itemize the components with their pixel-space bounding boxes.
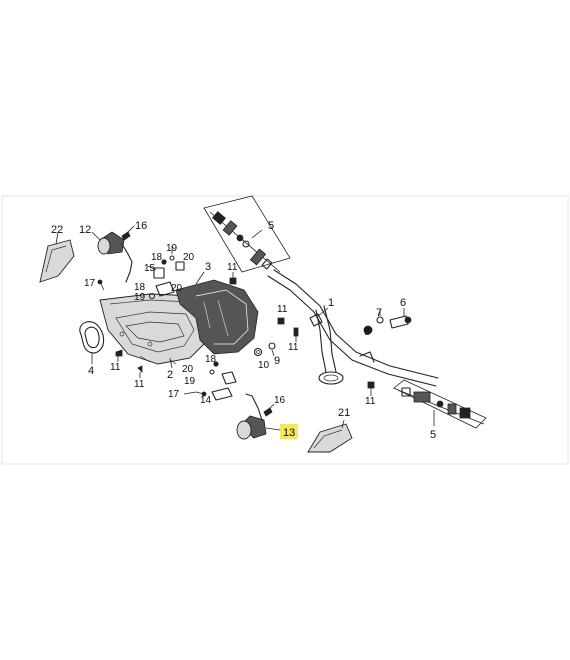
callout-10: 10 <box>258 360 270 371</box>
callout-9: 9 <box>274 355 280 367</box>
callout-6: 6 <box>400 297 406 309</box>
callout-21: 21 <box>338 407 350 419</box>
callout-17-lower: 17 <box>168 389 180 400</box>
callout-19-lower: 19 <box>184 376 196 387</box>
callout-15: 15 <box>144 263 156 274</box>
part-1-handlebar <box>267 269 439 387</box>
callout-18-lower: 18 <box>205 354 217 365</box>
callout-labels: 22 12 16 19 18 20 15 3 11 5 17 18 20 19 … <box>51 220 436 441</box>
fasteners <box>97 225 412 417</box>
part-5-lower-grip <box>393 379 487 429</box>
callout-8: 8 <box>364 326 370 338</box>
callout-13: 13 <box>283 427 295 439</box>
callout-1: 1 <box>328 297 334 309</box>
callout-16-lower: 16 <box>274 395 286 406</box>
callout-11-left: 11 <box>110 362 121 373</box>
callout-18-upper: 18 <box>151 252 163 263</box>
part-2-headlight-housing <box>99 293 207 369</box>
callout-19-upper: 19 <box>166 243 178 254</box>
callout-11-cover: 11 <box>277 304 288 315</box>
callout-11-nine: 11 <box>288 342 299 353</box>
part-13-turn-signal <box>236 393 281 440</box>
callout-19-mid: 19 <box>134 292 146 303</box>
callout-16-upper: 16 <box>135 220 147 232</box>
part-12-turn-signal <box>91 231 133 283</box>
part-5-upper-grip <box>203 195 291 273</box>
callout-11-top: 11 <box>227 262 238 273</box>
part-3-handlebar-cover <box>175 271 259 355</box>
callout-3: 3 <box>205 261 211 273</box>
callout-14: 14 <box>200 395 212 406</box>
callout-4: 4 <box>88 365 94 377</box>
diagram-frame <box>1 195 569 465</box>
callout-17-upper: 17 <box>84 278 96 289</box>
callout-11-right: 11 <box>365 396 376 407</box>
callout-20-lower: 20 <box>182 364 194 375</box>
callout-22: 22 <box>51 224 63 236</box>
callout-7: 7 <box>376 307 382 319</box>
part-21-side-cover <box>307 419 353 453</box>
part-4-gasket <box>79 321 105 364</box>
callout-5-upper: 5 <box>268 220 274 232</box>
callout-20-upper: 20 <box>183 252 195 263</box>
callout-20-mid: 20 <box>171 283 183 294</box>
highlight-box-13 <box>280 424 298 439</box>
part-22-cover <box>39 231 75 283</box>
callout-5-lower: 5 <box>430 429 436 441</box>
callout-12: 12 <box>79 224 91 236</box>
callout-18-mid: 18 <box>134 282 146 293</box>
callout-2: 2 <box>167 369 173 381</box>
callout-11-center: 11 <box>134 379 145 390</box>
